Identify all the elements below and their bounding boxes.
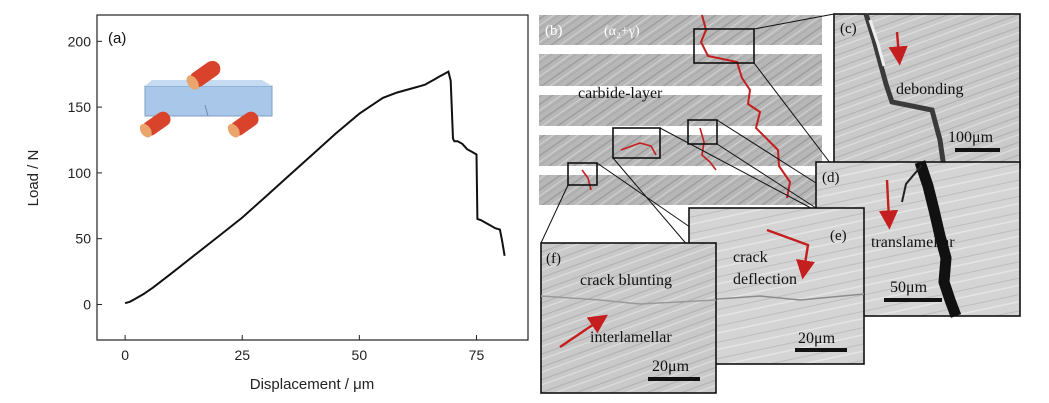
scale-bar-c	[955, 148, 1000, 152]
deflection-label: deflection	[733, 271, 797, 288]
zoom-box-d	[687, 119, 718, 145]
arrow-d	[878, 179, 899, 230]
x-tick-label: 75	[469, 347, 485, 363]
bending-specimen-illustration	[139, 60, 273, 138]
zoom-box-f	[567, 162, 598, 186]
y-tick-label: 150	[68, 99, 92, 115]
carbide-band-4	[539, 166, 822, 175]
load-curve	[124, 70, 506, 305]
x-axis-title: Displacement / μm	[250, 376, 375, 393]
label-f: (f)	[546, 251, 561, 267]
arrow-c	[888, 31, 908, 66]
y-tick-label: 200	[68, 33, 92, 49]
label-c: (c)	[840, 21, 857, 37]
scale-bar-f	[648, 377, 700, 381]
carbide-band-2	[539, 86, 822, 95]
arrow-f	[559, 314, 608, 348]
side-crack-1	[620, 142, 657, 156]
carbide-band-3	[539, 126, 822, 135]
plot-frame	[96, 14, 529, 341]
panel-label-a: (a)	[108, 30, 126, 47]
y-tick-label: 50	[75, 231, 91, 247]
y-tick-label: 0	[83, 296, 91, 312]
load-displacement-chart: 0 50 100 150 200 0 25 50 75 (a) Displacement / …	[25, 14, 529, 393]
translamellar-label: translamellar	[871, 234, 955, 251]
interlamellar-label: interlamellar	[590, 329, 672, 346]
y-axis-title: Load / N	[25, 150, 42, 207]
micrograph-b: (b) (α₂+γ) carbide-layer	[539, 14, 822, 205]
scale-bar-e	[795, 348, 847, 352]
crack-label: crack	[733, 249, 768, 266]
side-crack-2	[699, 127, 717, 171]
debonding-label: debonding	[896, 81, 964, 98]
label-d: (d)	[822, 170, 840, 186]
carbide-layer-label: carbide-layer	[578, 85, 663, 102]
side-crack-3	[581, 169, 592, 191]
main-crack	[699, 14, 792, 199]
arrow-e	[766, 228, 815, 280]
carbide-band-1	[539, 45, 822, 54]
y-axis-ticks: 0 50 100 150 200	[68, 33, 102, 312]
x-axis-ticks: 0 25 50 75	[121, 335, 484, 363]
micrograph-f: (f) crack blunting interlamellar 20μm	[540, 242, 717, 394]
x-tick-label: 25	[234, 347, 250, 363]
micrograph-c: (c) debonding 100μm	[833, 13, 1021, 169]
scale-e: 20μm	[798, 330, 836, 347]
crack-blunting-label: crack blunting	[580, 272, 672, 289]
zoom-box-e	[612, 127, 661, 159]
y-tick-label: 100	[68, 165, 92, 181]
x-tick-label: 0	[121, 347, 129, 363]
scale-f: 20μm	[652, 358, 690, 375]
label-e: (e)	[830, 228, 847, 244]
zoom-box-c	[693, 28, 755, 64]
micrograph-e: (e) crack deflection 20μm	[688, 207, 865, 365]
label-b: (b)	[545, 23, 563, 39]
scale-c: 100μm	[948, 129, 994, 146]
x-tick-label: 50	[352, 347, 368, 363]
phase-label: (α₂+γ)	[604, 24, 640, 39]
scale-bar-d	[884, 298, 942, 302]
scale-d: 50μm	[890, 279, 928, 296]
